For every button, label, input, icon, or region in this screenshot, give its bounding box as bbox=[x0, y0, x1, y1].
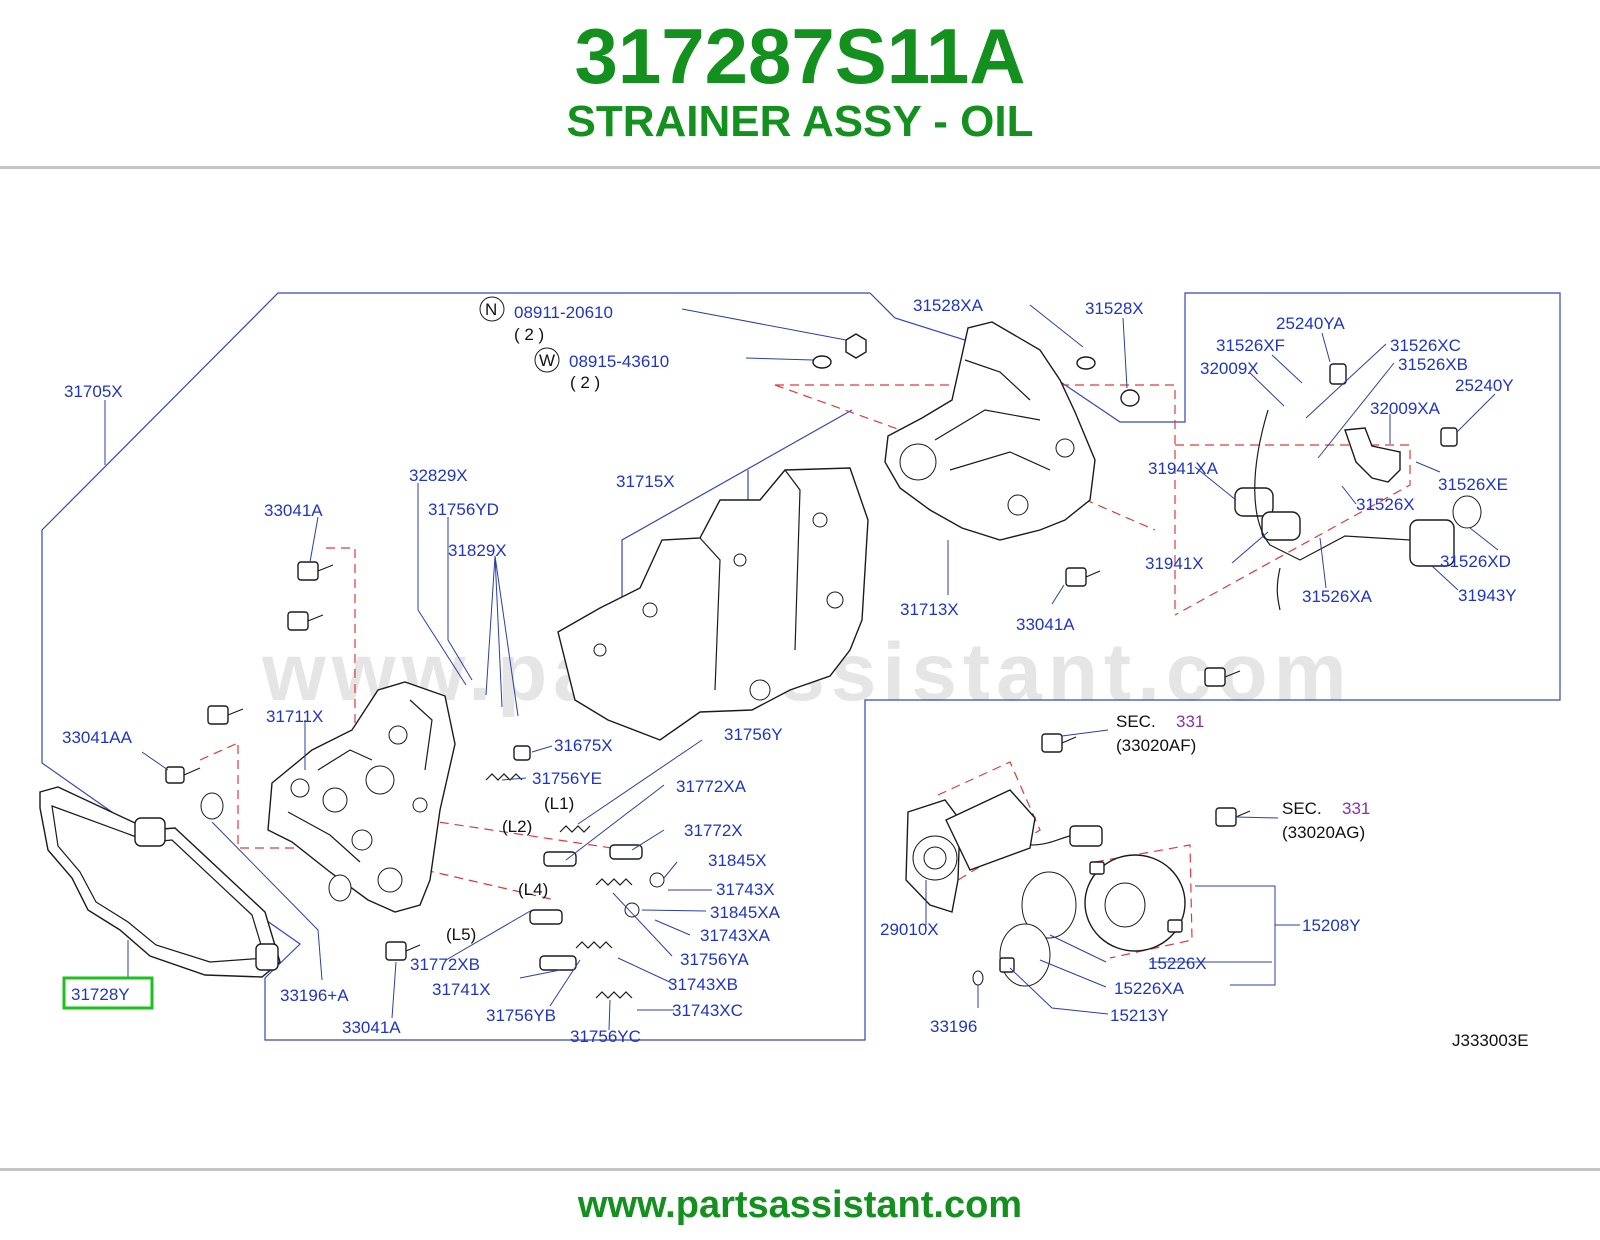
highlight-box bbox=[62, 976, 154, 1010]
label-31743xc[interactable]: 31743XC bbox=[672, 1001, 743, 1020]
dashline-solenoid bbox=[1174, 444, 1411, 616]
label-31711x[interactable]: 31711X bbox=[266, 707, 323, 726]
symbol-w: W bbox=[539, 351, 555, 370]
label-sec-ref: (33020AG) bbox=[1282, 823, 1365, 842]
label-31941x[interactable]: 31941X bbox=[1145, 554, 1204, 573]
label-31845xa[interactable]: 31845XA bbox=[710, 903, 781, 922]
label-31526x[interactable]: 31526X bbox=[1356, 495, 1415, 514]
label-25240ya[interactable]: 25240YA bbox=[1276, 314, 1345, 333]
label-25240y[interactable]: 25240Y bbox=[1455, 376, 1514, 395]
dashline-left-b bbox=[199, 741, 241, 761]
label-08911-20610[interactable]: 08911-20610 bbox=[514, 303, 613, 322]
valve-body-upper-part bbox=[884, 321, 1096, 541]
quantity-note: ( 2 ) bbox=[570, 373, 600, 392]
quantity-note: ( 2 ) bbox=[514, 325, 544, 344]
leader-lines bbox=[104, 304, 1499, 1031]
label-31526xb[interactable]: 31526XB bbox=[1398, 355, 1468, 374]
diagram-code: J333003E bbox=[1452, 1031, 1529, 1050]
label-31756ya[interactable]: 31756YA bbox=[680, 950, 749, 969]
label-15213y[interactable]: 15213Y bbox=[1110, 1006, 1169, 1025]
label-31743x[interactable]: 31743X bbox=[716, 880, 775, 899]
label-15226xa[interactable]: 15226XA bbox=[1114, 979, 1185, 998]
label-31845x[interactable]: 31845X bbox=[708, 851, 767, 870]
label-31772x[interactable]: 31772X bbox=[684, 821, 743, 840]
label-31943y[interactable]: 31943Y bbox=[1458, 586, 1517, 605]
label-31941xa[interactable]: 31941XA bbox=[1148, 459, 1219, 478]
strainer-part bbox=[39, 786, 281, 978]
nut-washer-part bbox=[812, 333, 1140, 407]
label-31715x[interactable]: 31715X bbox=[616, 472, 675, 491]
dashline-lower-b bbox=[424, 869, 556, 901]
part-number-title: 317287S11A bbox=[574, 12, 1026, 100]
label-15226x[interactable]: 15226X bbox=[1148, 954, 1207, 973]
label-31728y[interactable]: 31728Y bbox=[71, 985, 130, 1004]
label-31528x[interactable]: 31528X bbox=[1085, 299, 1144, 318]
label-l5: (L5) bbox=[446, 925, 476, 944]
label-33041a[interactable]: 33041A bbox=[1016, 615, 1075, 634]
label-31743xb[interactable]: 31743XB bbox=[668, 975, 738, 994]
header: 317287S11A STRAINER ASSY - OIL bbox=[0, 0, 1600, 168]
bolt-part bbox=[165, 561, 1251, 961]
label-31756ye[interactable]: 31756YE bbox=[532, 769, 602, 788]
footer-url-link[interactable]: www.partsassistant.com bbox=[577, 1184, 1023, 1226]
label-32009xa[interactable]: 32009XA bbox=[1370, 399, 1441, 418]
label-32829x[interactable]: 32829X bbox=[409, 466, 468, 485]
label-29010x[interactable]: 29010X bbox=[880, 920, 939, 939]
label-33196[interactable]: 33196 bbox=[930, 1017, 977, 1036]
label-31526xd[interactable]: 31526XD bbox=[1440, 552, 1511, 571]
label-31713x[interactable]: 31713X bbox=[900, 600, 959, 619]
label-32009x[interactable]: 32009X bbox=[1200, 359, 1259, 378]
part-name-subtitle: STRAINER ASSY - OIL bbox=[566, 97, 1034, 146]
label-31756yb[interactable]: 31756YB bbox=[486, 1006, 556, 1025]
separator-plates-part bbox=[557, 467, 869, 741]
label-31705x[interactable]: 31705X bbox=[64, 382, 123, 401]
label-31829x[interactable]: 31829X bbox=[448, 541, 507, 560]
motor-part bbox=[905, 789, 1103, 913]
dashline-lower bbox=[424, 819, 626, 851]
label-31526xa[interactable]: 31526XA bbox=[1302, 587, 1373, 606]
dashline-upper-diag bbox=[774, 384, 1156, 531]
label-31772xb[interactable]: 31772XB bbox=[410, 955, 480, 974]
label-31756yc[interactable]: 31756YC bbox=[570, 1027, 641, 1046]
label-l1: (L1) bbox=[544, 794, 574, 813]
label-08915-43610[interactable]: 08915-43610 bbox=[569, 352, 669, 371]
dashline-left bbox=[237, 547, 356, 849]
label-31743xa[interactable]: 31743XA bbox=[700, 926, 771, 945]
footer-divider bbox=[0, 1168, 1600, 1171]
label-33196-plus-a[interactable]: 33196+A bbox=[280, 986, 349, 1005]
label-33041aa[interactable]: 33041AA bbox=[62, 728, 133, 747]
label-31756yd[interactable]: 31756YD bbox=[428, 500, 499, 519]
label-15208y[interactable]: 15208Y bbox=[1302, 916, 1361, 935]
label-31741x[interactable]: 31741X bbox=[432, 980, 491, 999]
label-31675x[interactable]: 31675X bbox=[554, 736, 613, 755]
label-sec: SEC. bbox=[1116, 712, 1156, 731]
label-sec-number[interactable]: 331 bbox=[1342, 799, 1370, 818]
label-33041a[interactable]: 33041A bbox=[342, 1018, 401, 1037]
label-l2: (L2) bbox=[502, 817, 532, 836]
label-33041a[interactable]: 33041A bbox=[264, 501, 323, 520]
label-sec-ref: (33020AF) bbox=[1116, 736, 1196, 755]
label-31526xe[interactable]: 31526XE bbox=[1438, 475, 1508, 494]
label-31772xa[interactable]: 31772XA bbox=[676, 777, 747, 796]
label-l4: (L4) bbox=[518, 880, 548, 899]
label-31528xa[interactable]: 31528XA bbox=[913, 296, 984, 315]
frame-31715x bbox=[621, 409, 853, 610]
valve-spring-part bbox=[485, 745, 665, 999]
label-sec-number[interactable]: 331 bbox=[1176, 712, 1204, 731]
header-divider bbox=[0, 166, 1600, 169]
frame-31705x bbox=[41, 292, 1561, 1041]
label-31526xf[interactable]: 31526XF bbox=[1216, 336, 1285, 355]
label-31526xc[interactable]: 31526XC bbox=[1390, 336, 1461, 355]
valve-body-lower-part bbox=[267, 681, 456, 913]
label-sec: SEC. bbox=[1282, 799, 1322, 818]
pump-part bbox=[999, 854, 1186, 973]
label-31756y[interactable]: 31756Y bbox=[724, 725, 783, 744]
symbol-n: N bbox=[485, 300, 497, 319]
